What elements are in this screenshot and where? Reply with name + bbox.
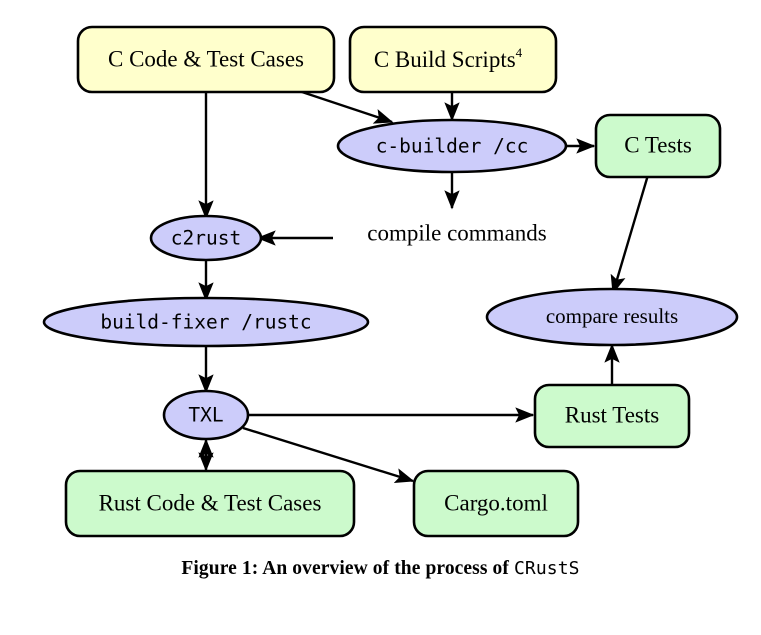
- c-build-scripts-label-group: C Build Scripts4: [374, 45, 523, 72]
- c2rust-label: c2rust: [171, 227, 241, 250]
- rust-tests-box[interactable]: [533, 383, 691, 449]
- edge-layer: [198, 88, 650, 484]
- c-builder-ellipse[interactable]: [336, 118, 568, 174]
- cargo-toml-label: Cargo.toml: [444, 490, 548, 515]
- node-rust-tests[interactable]: Rust Tests: [533, 383, 691, 449]
- node-c-code-and-test-cases[interactable]: C Code & Test Cases: [76, 25, 336, 94]
- c-code-box[interactable]: [76, 25, 336, 94]
- build-fixer-ellipse[interactable]: [42, 296, 370, 348]
- figure-caption-tool-name: CRustS: [513, 558, 580, 579]
- txl-ellipse[interactable]: [162, 389, 250, 441]
- node-c-build-scripts[interactable]: C Build Scripts4: [348, 25, 558, 94]
- compare-results-label: compare results: [546, 304, 678, 328]
- c-build-scripts-label: C Build Scripts: [374, 47, 516, 72]
- node-c-builder[interactable]: c-builder /cc: [336, 118, 568, 174]
- c-build-scripts-footnote: 4: [516, 45, 523, 60]
- rust-tests-label: Rust Tests: [565, 402, 660, 427]
- compare-results-ellipse[interactable]: [485, 287, 739, 347]
- txl-label: TXL: [188, 404, 223, 427]
- rust-code-box[interactable]: [64, 469, 356, 538]
- node-txl[interactable]: TXL: [162, 389, 250, 441]
- node-c2rust[interactable]: c2rust: [149, 214, 263, 262]
- figure-caption: Figure 1: An overview of the process of …: [0, 558, 761, 580]
- edge-txl-to-cargo-toml: [242, 426, 415, 484]
- node-cargo-toml[interactable]: Cargo.toml: [412, 469, 580, 538]
- node-compare-results[interactable]: compare results: [485, 287, 739, 347]
- figure-caption-text: Figure 1: An overview of the process of: [181, 558, 509, 579]
- node-build-fixer[interactable]: build-fixer /rustc: [42, 296, 370, 348]
- rust-code-label: Rust Code & Test Cases: [99, 490, 322, 515]
- c-builder-label: c-builder /cc: [376, 135, 529, 158]
- edge-c-code-to-c-builder: [295, 88, 394, 124]
- c2rust-ellipse[interactable]: [149, 214, 263, 262]
- c-code-label: C Code & Test Cases: [108, 46, 304, 71]
- c-build-scripts-box[interactable]: [348, 25, 558, 94]
- edge-c-tests-to-compare-results: [610, 174, 650, 295]
- compile-commands-label: compile commands: [367, 220, 547, 245]
- c-tests-label: C Tests: [624, 132, 692, 157]
- build-fixer-label: build-fixer /rustc: [100, 311, 311, 334]
- c-tests-box[interactable]: [594, 113, 722, 179]
- node-rust-code-and-test-cases[interactable]: Rust Code & Test Cases: [64, 469, 356, 538]
- node-c-tests[interactable]: C Tests: [594, 113, 722, 179]
- cargo-toml-box[interactable]: [412, 469, 580, 538]
